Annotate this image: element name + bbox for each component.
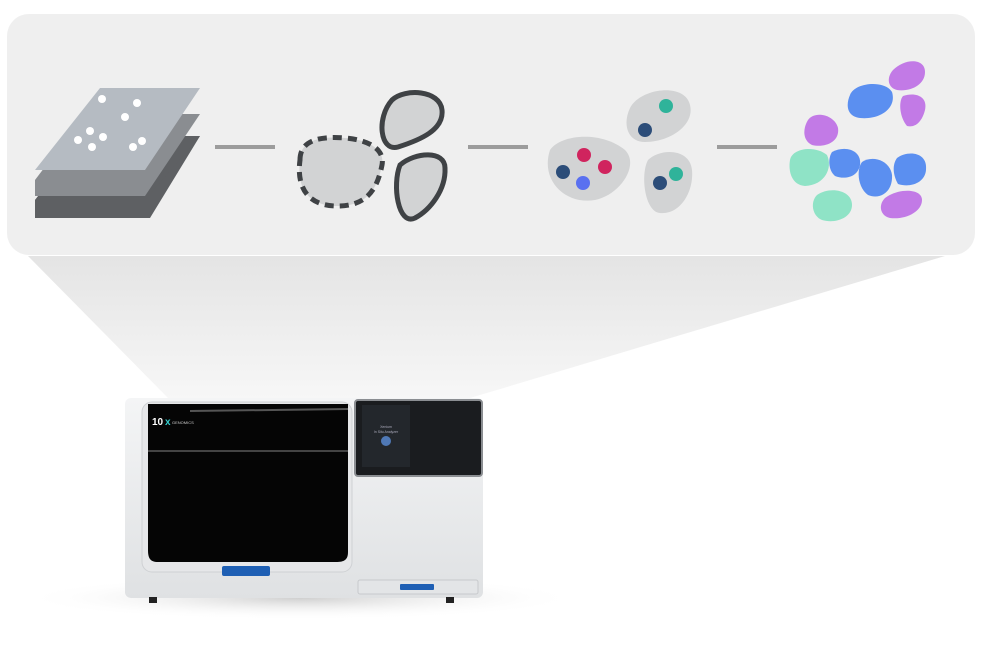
xenium-analyzer-instrument: 10 x GENOMICS Xenium In Situ Analyzer: [20, 398, 580, 620]
screen-title: Xenium: [380, 425, 392, 429]
screen-start-button[interactable]: [381, 436, 391, 446]
screen-subtitle: In Situ Analyzer: [374, 430, 399, 434]
svg-text:GENOMICS: GENOMICS: [172, 420, 194, 425]
workflow-panel: [7, 14, 975, 255]
transcript-detection-icon: [547, 90, 693, 214]
cell-segmentation-icon: [296, 90, 448, 222]
svg-text:x: x: [165, 417, 171, 428]
projection-beam: [28, 256, 945, 398]
cell-clusters-icon: [789, 61, 927, 222]
door-handle[interactable]: [222, 566, 270, 576]
brand-logo: 10 x GENOMICS: [152, 417, 194, 428]
svg-text:10: 10: [152, 417, 164, 428]
drawer-handle[interactable]: [400, 584, 434, 590]
tissue-layers-icon: [35, 88, 200, 218]
